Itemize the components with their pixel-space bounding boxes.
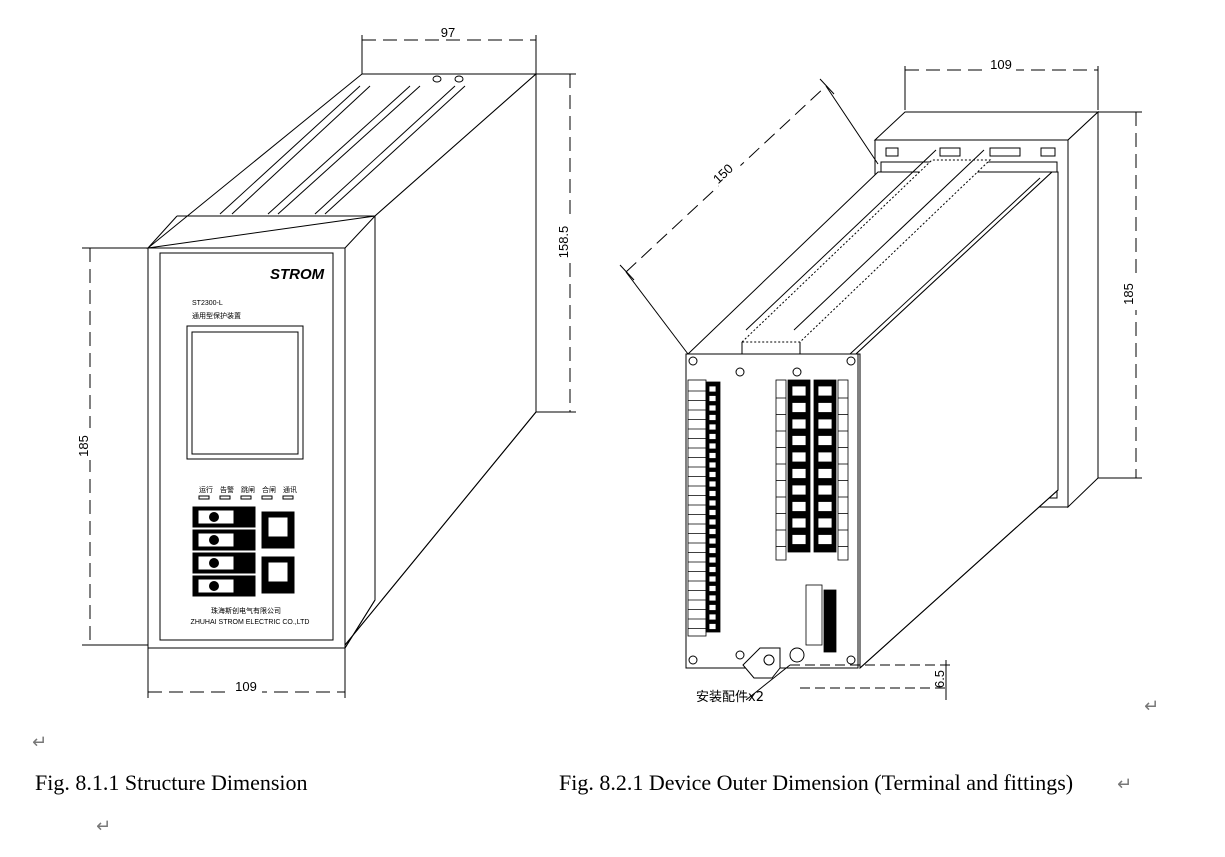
terminal-screw [708, 404, 717, 412]
terminal-screw [708, 566, 717, 573]
terminal-screw [708, 499, 717, 507]
indicator-label-4: 通讯 [283, 485, 297, 494]
indicator-label-3: 合闸 [262, 485, 276, 494]
terminal-screw [817, 402, 833, 413]
indicator-leds [198, 495, 294, 500]
right-terminal-block [775, 379, 849, 561]
paragraph-mark-2: ↵ [32, 732, 47, 753]
dim-depth: 158.5 [556, 226, 571, 259]
front-panel [159, 252, 334, 641]
paragraph-mark-1: ↵ [1144, 696, 1159, 717]
terminal-screw [791, 435, 807, 446]
figure-structure-dimension [82, 35, 576, 698]
paragraph-mark-4: ↵ [96, 816, 111, 837]
terminal-screw [791, 501, 807, 512]
terminal-screw [817, 418, 833, 430]
terminal-screw [708, 461, 717, 469]
mounting-fitting [742, 647, 791, 701]
terminal-screw [708, 414, 717, 421]
terminal-screw [817, 484, 833, 496]
terminal-screw [791, 402, 807, 413]
terminal-screw [708, 547, 717, 554]
fitting-label: 安装配件x2 [696, 690, 764, 705]
lcd-screen [191, 331, 299, 455]
terminal-screw [708, 594, 717, 602]
indicator-label-0: 运行 [199, 485, 213, 494]
terminal-screw [708, 509, 717, 516]
terminal-screw [791, 534, 807, 545]
terminal-screw [817, 517, 833, 529]
terminal-screw [708, 613, 717, 621]
terminal-screw [791, 468, 807, 479]
dim-width-fig2: 109 [990, 57, 1012, 72]
company-name-cn: 珠海斯创电气有限公司 [211, 606, 281, 615]
comm-terminal [805, 584, 837, 653]
dim-slot: 6.5 [932, 670, 947, 688]
ribbon-cable [740, 159, 992, 343]
terminal-screw [817, 385, 833, 397]
terminal-screw [708, 518, 717, 526]
terminal-screw [817, 468, 833, 479]
lcd-window [186, 325, 304, 460]
terminal-screw [708, 433, 717, 440]
paragraph-mark-3: ↵ [1117, 774, 1132, 795]
terminal-screw [708, 537, 717, 545]
figure-device-outer-dimension [685, 110, 1100, 670]
terminal-screw [817, 501, 833, 512]
left-terminal-strip [687, 379, 721, 637]
terminal-screw [817, 451, 833, 463]
terminal-screw [708, 395, 717, 402]
terminal-screw [708, 442, 717, 450]
model-label: ST2300-L [192, 300, 223, 307]
terminal-screw [791, 385, 807, 397]
terminal-screw [708, 480, 717, 488]
indicator-label-2: 跳闸 [241, 485, 255, 494]
terminal-screw [791, 418, 807, 430]
caption-structure-dimension: Fig. 8.1.1 Structure Dimension [35, 770, 308, 795]
rear-plate [873, 111, 1100, 141]
terminal-screw [708, 623, 717, 630]
terminal-screw [708, 490, 717, 497]
product-name: 通用型保护装置 [192, 311, 241, 320]
terminal-screw [708, 385, 717, 393]
terminal-screw [708, 575, 717, 583]
terminal-screw [708, 423, 717, 431]
terminal-screw [708, 452, 717, 459]
indicator-label-1: 告警 [220, 485, 234, 494]
dim-width: 109 [235, 679, 257, 694]
terminal-screw [817, 435, 833, 446]
terminal-screw [708, 604, 717, 611]
brand-logo: STROM [270, 266, 325, 283]
operation-switches [192, 506, 256, 597]
terminal-screw [708, 556, 717, 564]
dim-height-fig2: 185 [1121, 283, 1136, 305]
caption-device-outer-dimension: Fig. 8.2.1 Device Outer Dimension (Termi… [559, 770, 1074, 795]
terminal-screw [791, 451, 807, 463]
dim-top-depth: 97 [441, 25, 455, 40]
terminal-screw [791, 517, 807, 529]
terminal-screw [708, 585, 717, 592]
terminal-screw [791, 484, 807, 496]
terminal-screw [817, 534, 833, 545]
terminal-screw [708, 471, 717, 478]
dim-height: 185 [76, 435, 91, 457]
terminal-screw [708, 528, 717, 535]
company-name-en: ZHUHAI STROM ELECTRIC CO.,LTD [191, 619, 310, 626]
panel-buttons [261, 511, 295, 594]
